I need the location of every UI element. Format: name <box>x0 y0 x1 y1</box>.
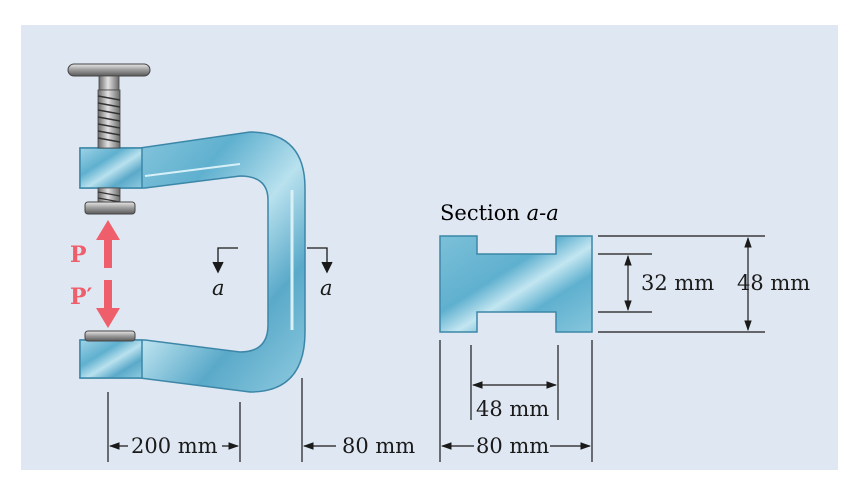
section-marker-right <box>307 247 333 274</box>
section-mark-left: a <box>212 276 225 300</box>
arrow-up-icon <box>96 220 120 268</box>
lower-pad <box>84 330 136 342</box>
upper-jaw <box>79 147 143 189</box>
section-a-a-shape <box>439 235 593 333</box>
section-mark-right: a <box>320 276 333 300</box>
section-marker-left <box>212 247 238 274</box>
dim-48mm-web: 48 mm <box>476 397 549 421</box>
arrow-down-icon <box>96 280 120 328</box>
section-title: Section a-a <box>440 201 559 225</box>
dim-200mm: 200 mm <box>131 434 218 458</box>
dim-32mm: 32 mm <box>641 271 714 295</box>
extension-lines-bottom <box>439 340 593 462</box>
lower-jaw <box>79 339 143 379</box>
dim-48mm-height: 48 mm <box>737 271 810 295</box>
dim-80mm-gap: 80 mm <box>342 434 415 458</box>
dim-80mm-width: 80 mm <box>476 434 549 458</box>
background-panel <box>21 25 838 470</box>
extension-lines-clamp <box>107 378 303 462</box>
threaded-screw-icon <box>67 63 151 215</box>
force-p-label: P <box>70 242 87 268</box>
extension-lines-right <box>598 235 765 333</box>
force-p-prime-label: P′ <box>70 284 93 310</box>
